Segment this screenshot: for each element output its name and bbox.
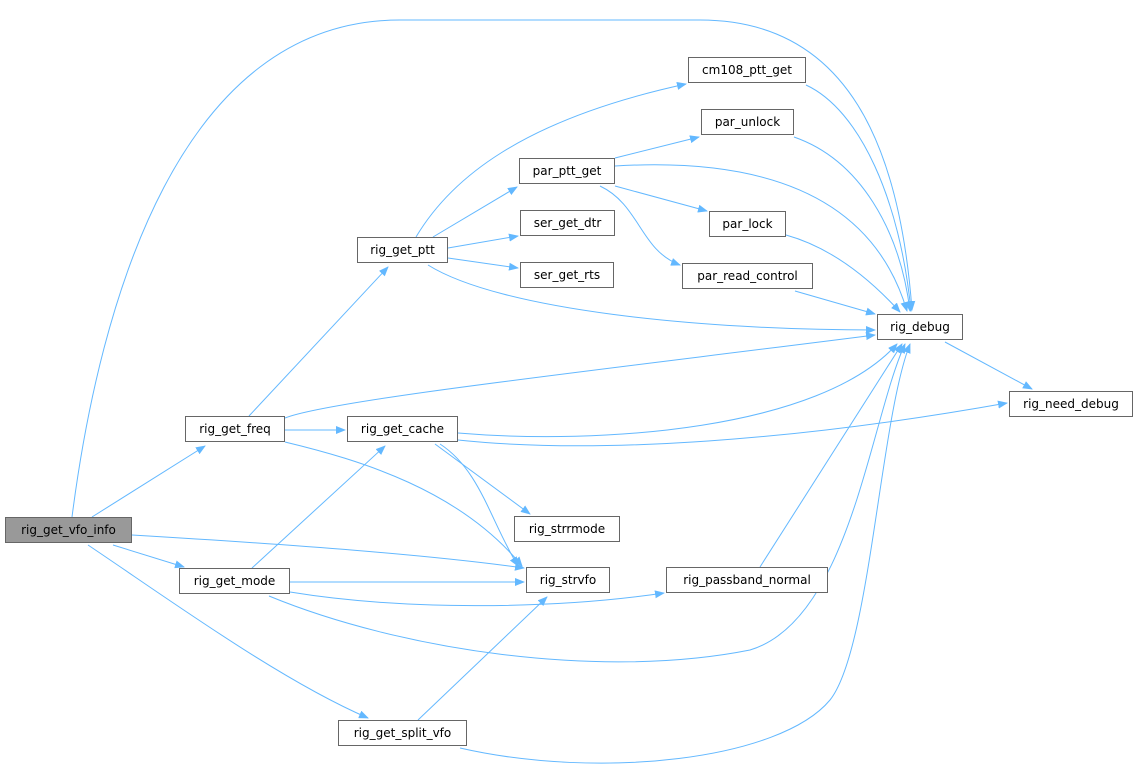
edge-vfo-info-debug (71, 19, 916, 518)
node-rig-get-split-vfo[interactable]: rig_get_split_vfo (338, 720, 467, 746)
node-rig-strrmode[interactable]: rig_strrmode (514, 516, 620, 542)
edge-split-vfo-strvfo (417, 596, 548, 721)
edge-cache-debug (457, 343, 898, 438)
edge-lock-debug (785, 234, 901, 313)
edge-ptt-debug (427, 264, 876, 334)
node-par-lock[interactable]: par_lock (709, 211, 786, 237)
edge-debug-need-debug (944, 341, 1033, 390)
edge-split-vfo-debug (459, 343, 911, 764)
node-rig-get-ptt[interactable]: rig_get_ptt (357, 237, 448, 263)
node-rig-get-freq[interactable]: rig_get_freq (185, 416, 285, 442)
edge-unlock-debug (793, 136, 913, 312)
node-rig-get-cache[interactable]: rig_get_cache (347, 416, 458, 442)
node-cm108-ptt-get[interactable]: cm108_ptt_get (688, 57, 806, 83)
edge-vfo-info-freq (91, 445, 206, 518)
node-rig-need-debug[interactable]: rig_need_debug (1009, 391, 1133, 417)
edge-ptt-ser-get-dtr (447, 233, 519, 249)
node-ser-get-dtr[interactable]: ser_get_dtr (520, 210, 615, 236)
edge-cm108-debug (805, 84, 915, 312)
node-rig-passband-normal[interactable]: rig_passband_normal (666, 567, 828, 593)
node-rig-debug[interactable]: rig_debug (877, 314, 963, 340)
edge-par-ptt-get-debug (614, 164, 909, 312)
edge-ptt-par-ptt-get (432, 186, 518, 238)
edge-mode-cache (251, 445, 386, 569)
edge-vfo-info-strvfo (131, 534, 525, 571)
node-par-read-control[interactable]: par_read_control (682, 263, 813, 289)
node-rig-get-vfo-info[interactable]: rig_get_vfo_info (5, 517, 132, 543)
node-par-ptt-get[interactable]: par_ptt_get (519, 158, 615, 184)
edge-cache-strrmode (434, 443, 531, 515)
edge-freq-strvfo (284, 441, 523, 567)
edge-par-ptt-get-lock (614, 185, 708, 213)
edge-vfo-info-split-vfo (87, 544, 369, 719)
edge-ptt-cm108 (415, 82, 687, 238)
node-rig-get-mode[interactable]: rig_get_mode (179, 568, 290, 594)
edge-ptt-ser-get-rts (447, 257, 519, 271)
edge-mode-passband (289, 590, 665, 607)
node-ser-get-rts[interactable]: ser_get_rts (520, 262, 614, 288)
edge-cache-need-debug (457, 400, 1008, 447)
node-rig-strvfo[interactable]: rig_strvfo (526, 567, 610, 593)
node-par-unlock[interactable]: par_unlock (701, 109, 794, 135)
edge-read-control-debug (794, 290, 876, 316)
edge-passband-debug (759, 343, 903, 568)
edge-par-ptt-get-unlock (614, 135, 700, 159)
edge-cache-strvfo (439, 443, 519, 567)
edge-mode-debug (268, 343, 906, 663)
edge-freq-ptt (248, 266, 389, 417)
edge-vfo-info-mode (112, 544, 185, 569)
edge-freq-debug (284, 332, 876, 419)
edge-par-ptt-get-read-control (599, 185, 681, 266)
